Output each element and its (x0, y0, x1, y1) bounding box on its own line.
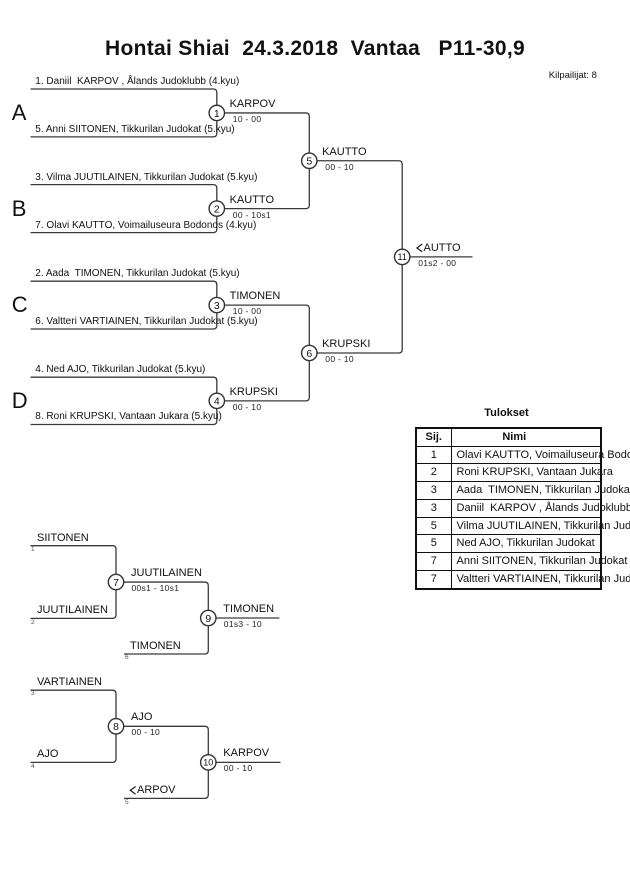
svg-text:2: 2 (214, 203, 220, 215)
svg-text:6: 6 (306, 348, 312, 360)
svg-text:7: 7 (113, 577, 119, 589)
svg-text:5: 5 (306, 156, 312, 168)
svg-text:4: 4 (214, 396, 220, 408)
svg-text:8: 8 (113, 721, 119, 733)
svg-text:9: 9 (205, 613, 211, 625)
svg-text:10: 10 (203, 758, 213, 768)
svg-text:11: 11 (398, 252, 407, 262)
svg-text:3: 3 (214, 300, 220, 312)
svg-text:1: 1 (214, 108, 220, 120)
